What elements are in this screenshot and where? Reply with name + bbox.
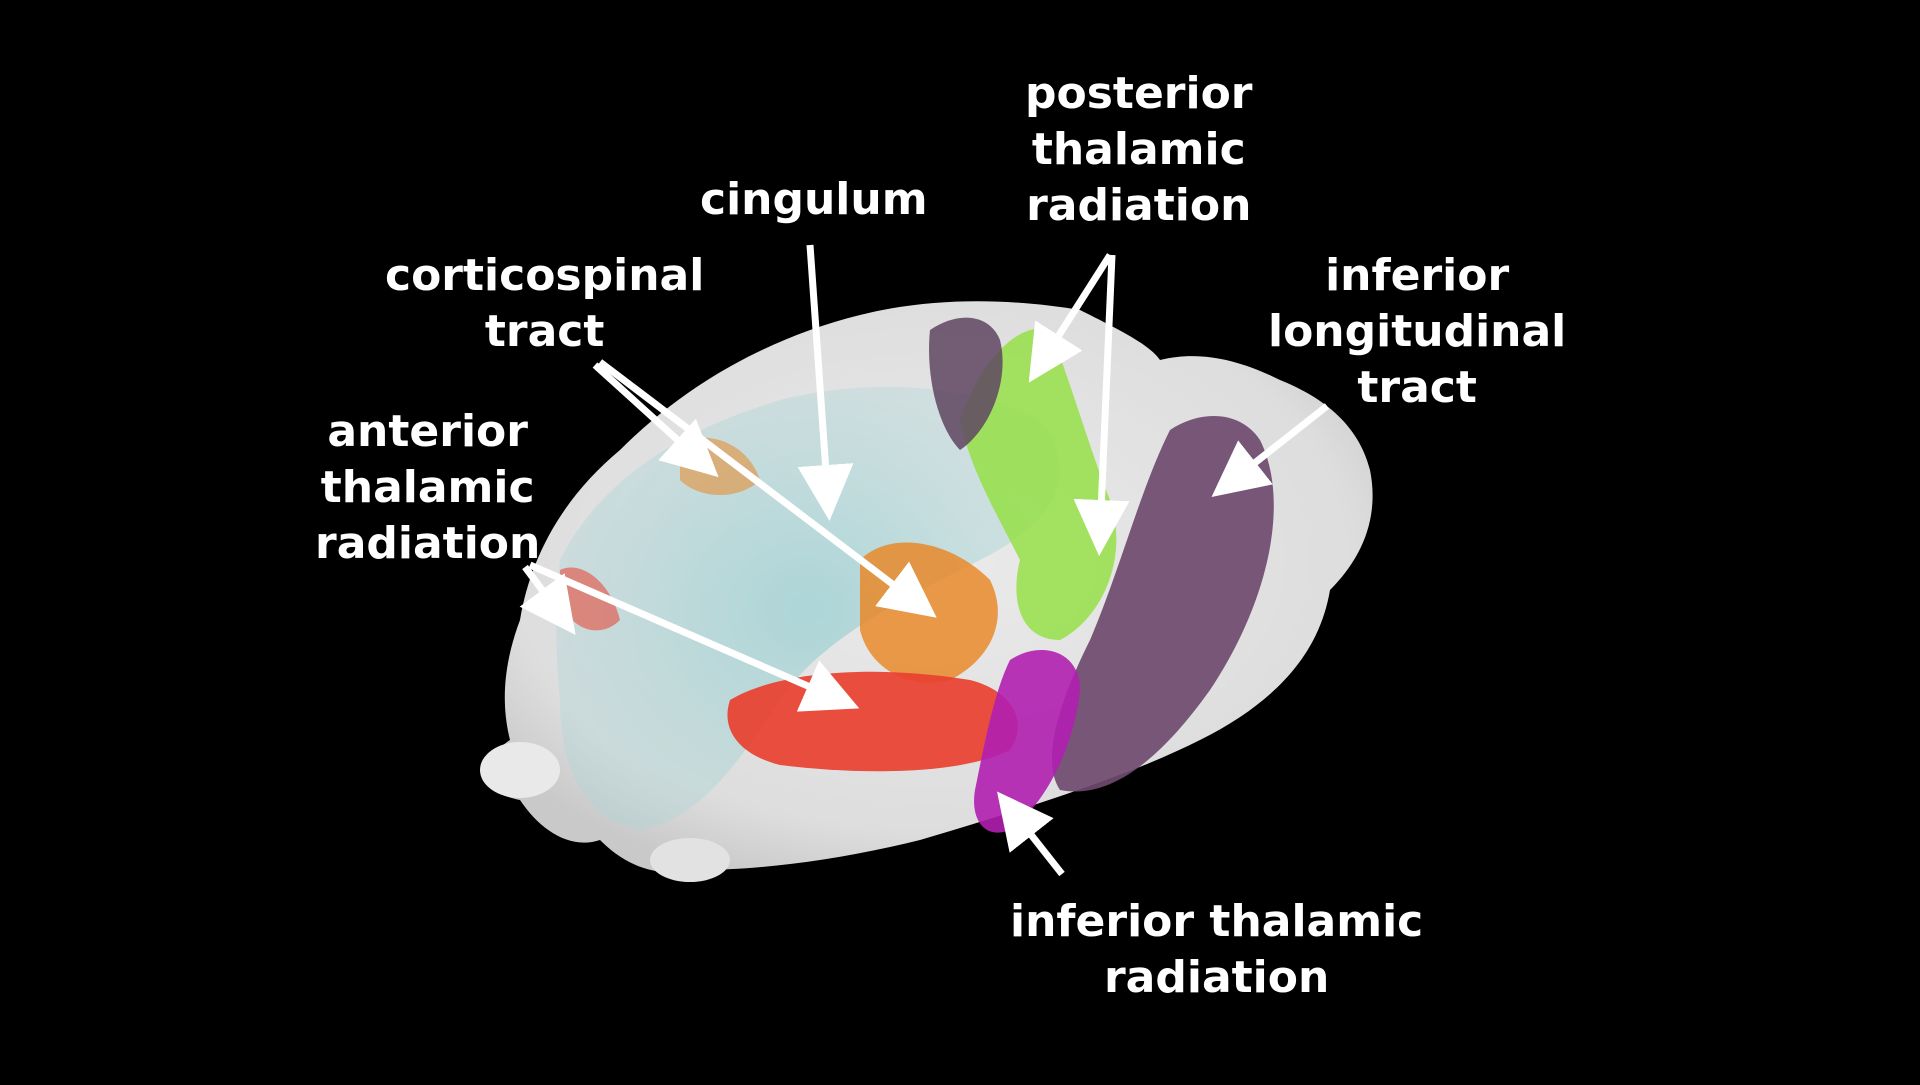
arrow-corticospinal-1 — [592, 362, 719, 478]
arrow-anterior-thalamic-2 — [528, 561, 860, 712]
label-posterior-thalamic-radiation: posterior thalamic radiation — [1025, 68, 1253, 231]
tract-inferior-thalamic — [974, 650, 1080, 833]
tract-inferior-longitudinal — [929, 317, 1274, 792]
annotation-arrows — [519, 244, 1330, 877]
label-corticospinal-tract: corticospinal tract — [385, 250, 705, 357]
label-inferior-longitudinal-tract: inferior longitudinal tract — [1268, 250, 1567, 413]
arrow-posterior-thalamic-2 — [1073, 254, 1130, 556]
tract-cingulum — [556, 386, 1060, 830]
label-cingulum: cingulum — [700, 174, 928, 225]
arrow-posterior-thalamic-1 — [1028, 253, 1113, 383]
arrow-cingulum — [797, 244, 854, 521]
arrow-inferior-thalamic — [997, 791, 1065, 877]
label-inferior-thalamic-radiation: inferior thalamic radiation — [1010, 896, 1424, 1003]
label-anterior-thalamic-radiation: anterior thalamic radiation — [315, 406, 541, 569]
arrow-anterior-thalamic-1 — [519, 564, 576, 635]
arrow-corticospinal-2 — [597, 359, 937, 618]
tract-posterior-thalamic — [960, 328, 1117, 640]
arrow-inferior-longitudinal — [1211, 403, 1330, 497]
